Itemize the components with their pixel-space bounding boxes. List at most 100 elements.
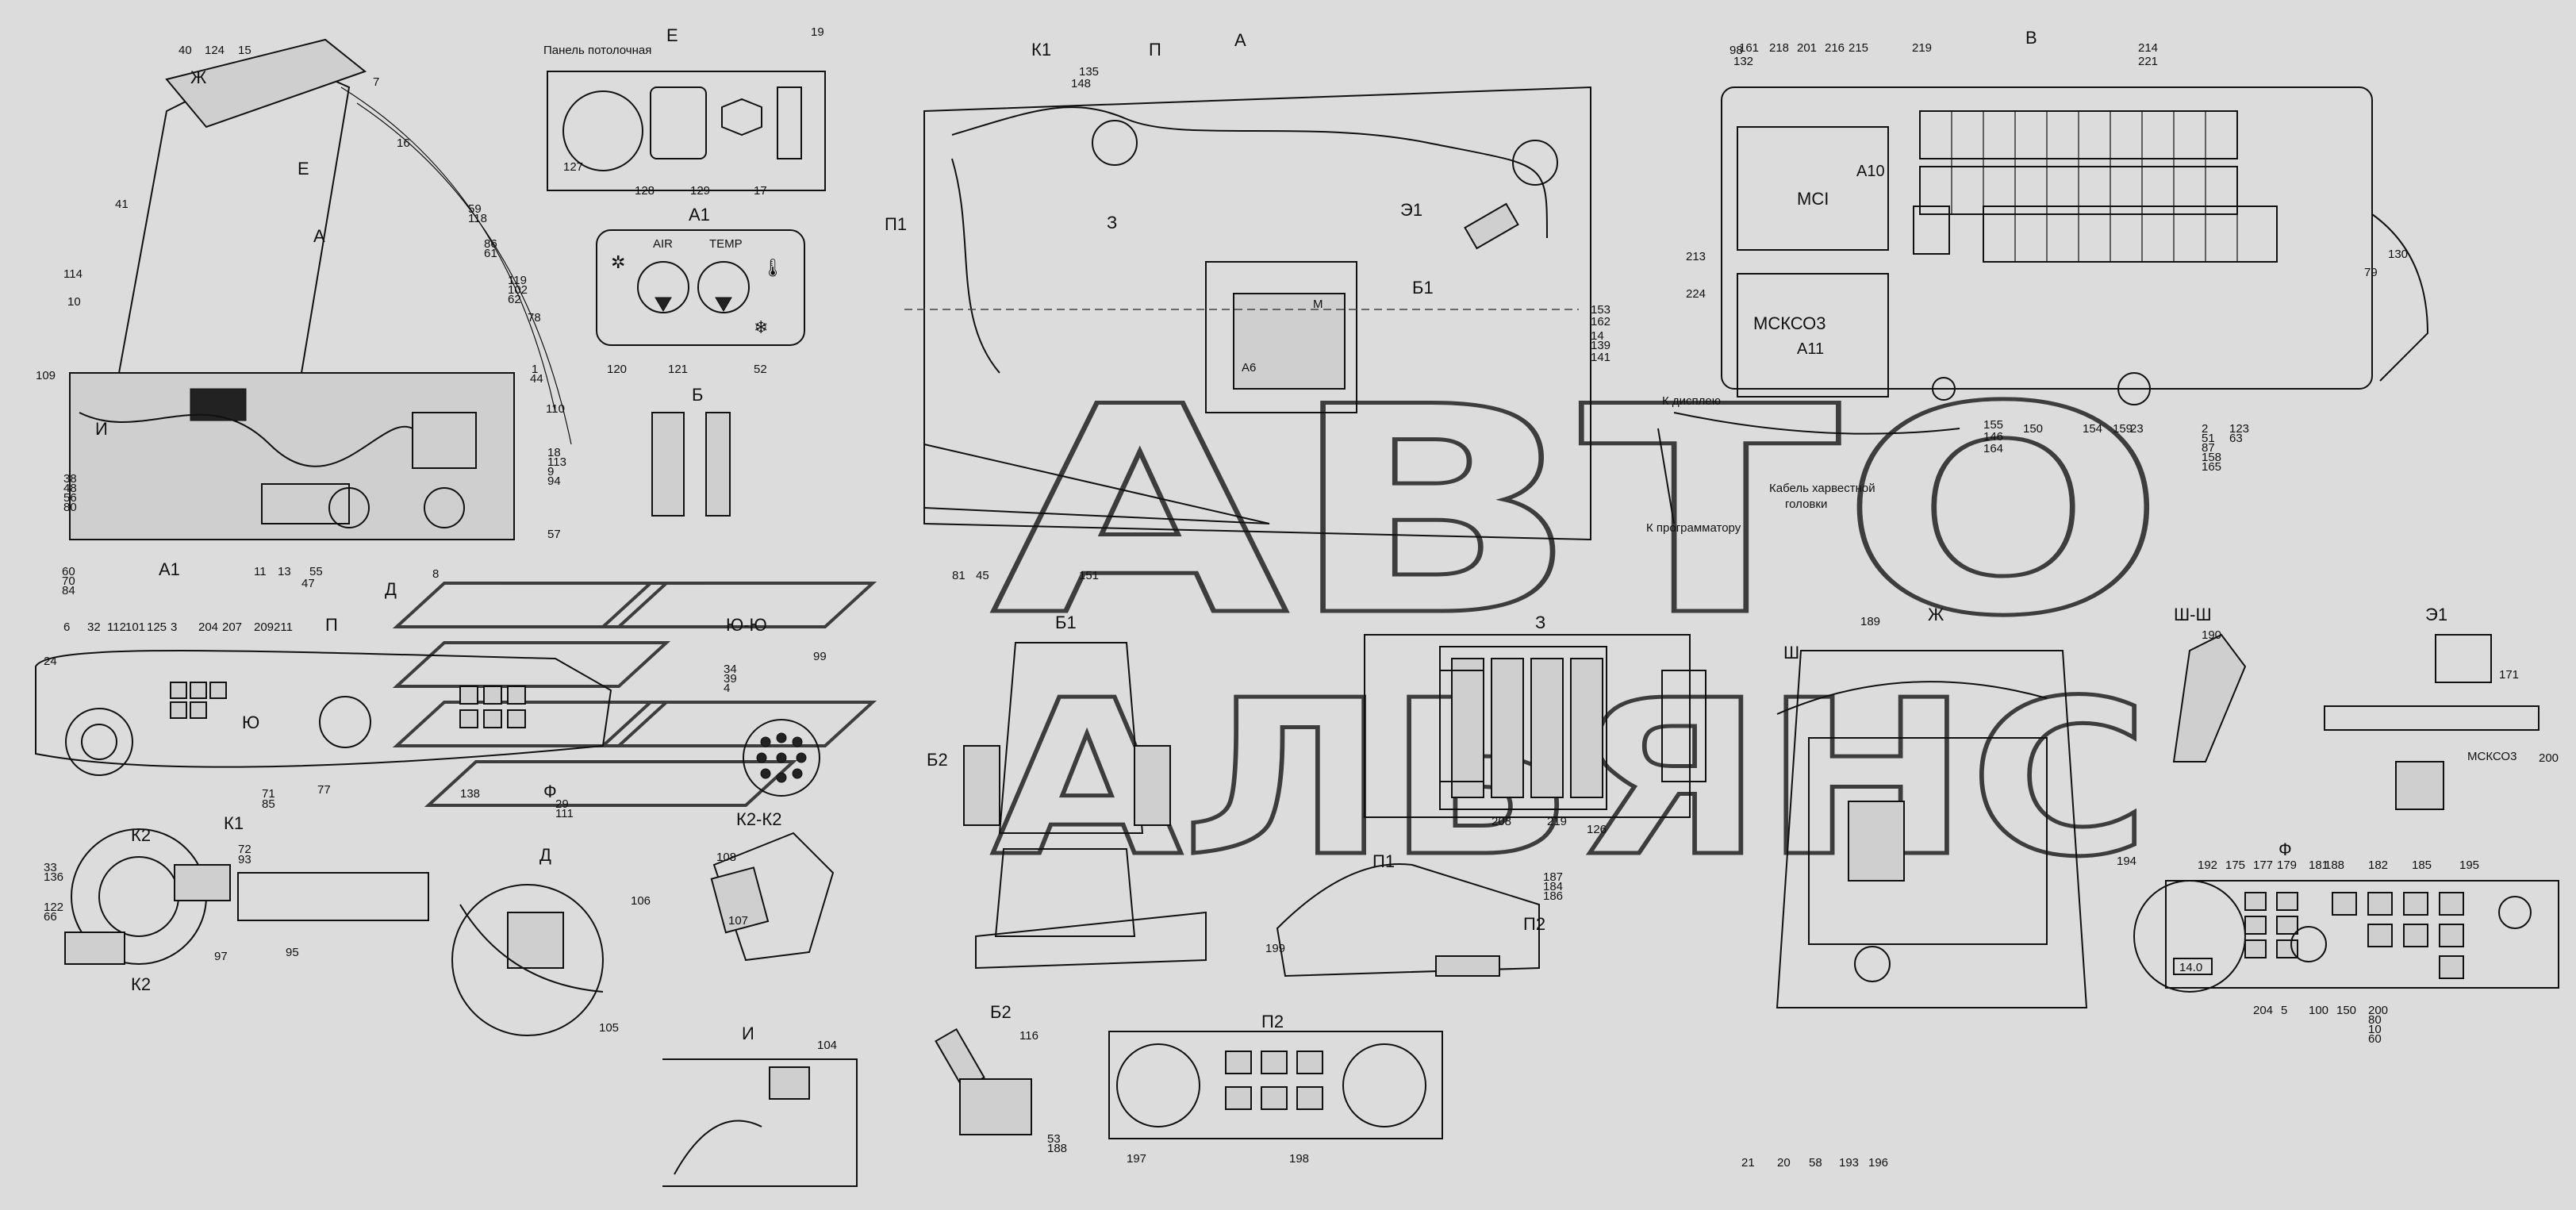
ref-number-label: 200 — [2368, 1004, 2388, 1017]
console-gauge — [319, 696, 371, 748]
view-b1-seat: Б1 Б2 — [927, 613, 1207, 970]
ref-number-label: 194 — [2117, 855, 2136, 868]
ref-number-label: 100 — [2309, 1004, 2328, 1017]
ref-number-label: 113 — [547, 455, 566, 469]
view-label-a1-side: А1 — [159, 559, 180, 579]
view-f-title: Ф — [2278, 839, 2292, 859]
ref-number-label: 127 — [563, 160, 583, 174]
k1-rail — [237, 872, 429, 921]
ref-number-label: 150 — [2023, 422, 2043, 436]
view-e: Е Панель потолочная — [543, 25, 826, 191]
view-k2-k2-title: К2-К2 — [736, 809, 781, 829]
view-b2-title: Б2 — [990, 1002, 1012, 1022]
ref-number-label: 58 — [1809, 1156, 1822, 1170]
ref-number-label: 136 — [44, 870, 63, 884]
ceiling-panel-caption: Панель потолочная — [543, 44, 651, 57]
ref-number-label: 188 — [2325, 859, 2344, 872]
view-p2: П2 — [1108, 1012, 1443, 1139]
view-label-d-side: Д — [385, 579, 397, 599]
cab-plan-floor — [1808, 737, 2048, 945]
ref-number-label: 177 — [2253, 859, 2273, 872]
snowflake-icon: ❄ — [754, 317, 768, 337]
ref-number-label: 80 — [2368, 1013, 2382, 1027]
ref-number-label: 8 — [432, 567, 439, 581]
ref-number-label: 126 — [1587, 823, 1607, 836]
ref-number-label: 196 — [1868, 1156, 1888, 1170]
ref-number-label: 86 — [484, 237, 497, 251]
ref-number-label: 165 — [2202, 460, 2221, 474]
view-f-label-console: Ф — [543, 782, 557, 801]
view-a1: А1 AIR TEMP ✲ 🌡 ❄ — [596, 205, 805, 346]
ref-number-label: 79 — [2364, 266, 2378, 279]
a11-box — [1737, 273, 1889, 398]
seat-suspension — [994, 848, 1136, 937]
ref-number-label: 78 — [528, 311, 541, 325]
bracket-plate — [705, 412, 731, 517]
ref-number-label: 138 — [460, 787, 480, 801]
ref-number-label: 80 — [63, 501, 77, 514]
ref-number-label: 216 — [1825, 41, 1845, 55]
view-d-block — [507, 912, 564, 969]
ref-number-label: 102 — [508, 283, 528, 297]
ref-number-label: 187 — [1543, 870, 1563, 884]
cable-caption-1: Кабель харвестной — [1769, 482, 1875, 495]
ref-number-label: 155 — [1983, 418, 2003, 432]
p2-gauge-left — [1116, 1043, 1200, 1127]
ceiling-nut — [721, 98, 762, 136]
seat-armrest-left — [963, 745, 1000, 826]
ref-number-label: 154 — [2083, 422, 2102, 436]
air-arrow-icon — [655, 297, 672, 312]
plan-harness-1 — [951, 106, 1548, 239]
a11-label: A11 — [1797, 340, 1824, 358]
ref-number-label: 52 — [754, 363, 767, 376]
cab-floor-outline — [923, 86, 1591, 541]
p2-gauge-right — [1342, 1043, 1426, 1127]
ref-number-label: 11 — [254, 565, 267, 578]
ref-number-label: 4 — [724, 682, 730, 695]
view-f-dashboard: Ф 14.0 — [2133, 839, 2559, 993]
ref-number-label: 189 — [1860, 615, 1880, 628]
programmer-cable — [1657, 428, 1675, 524]
view-label-a-side: А — [313, 226, 325, 246]
ref-number-label: 56 — [63, 491, 77, 505]
ref-number-label: 99 — [813, 650, 827, 663]
view-i-title: И — [742, 1024, 754, 1043]
ref-number-label: 94 — [547, 474, 561, 488]
cab-plan-fitting — [1854, 946, 1891, 982]
ref-number-label: 71 — [262, 787, 275, 801]
ref-number-label: 162 — [1591, 315, 1610, 328]
relay-row-bottom — [1983, 206, 2278, 263]
ref-number-label: 197 — [1127, 1152, 1146, 1166]
ref-number-label: 51 — [2202, 432, 2215, 445]
ref-number-label: 192 — [2198, 859, 2217, 872]
view-i: И — [662, 1024, 858, 1187]
ref-number-label: 57 — [547, 528, 561, 541]
plan-harness-2 — [951, 158, 1000, 374]
to-display-caption: К дисплею — [1662, 394, 1721, 408]
ref-number-label: 84 — [62, 584, 75, 597]
view-label-i: И — [95, 419, 108, 439]
k1-block — [174, 864, 231, 901]
view-d-circle — [451, 884, 604, 1036]
ref-number-label: 148 — [1071, 77, 1091, 90]
view-p2-title: П2 — [1261, 1012, 1284, 1031]
ref-number-label: 204 — [2253, 1004, 2273, 1017]
cab-side-view: И Е А Ж А1 Д — [69, 38, 572, 599]
ref-number-label: 184 — [1543, 880, 1563, 893]
ref-number-label: 207 — [222, 620, 242, 634]
ref-number-label: 39 — [724, 672, 737, 686]
view-z-icons-left — [1439, 670, 1484, 782]
p2-panel — [1108, 1031, 1443, 1139]
ref-number-label: 45 — [976, 569, 989, 582]
relay-row-top — [1919, 110, 2238, 215]
ref-number-label: 5 — [2281, 1004, 2287, 1017]
ref-number-label: 63 — [2229, 432, 2243, 445]
seat-back — [998, 642, 1144, 834]
ref-number-label: 218 — [1769, 41, 1789, 55]
ref-number-label: 161 — [1739, 41, 1759, 55]
view-k2-top-label: К2 — [131, 825, 151, 845]
ref-number-label: 13 — [278, 565, 291, 578]
e1-block — [2395, 761, 2444, 810]
ref-number-label: 119 — [508, 274, 527, 287]
ref-number-label: 204 — [198, 620, 218, 634]
